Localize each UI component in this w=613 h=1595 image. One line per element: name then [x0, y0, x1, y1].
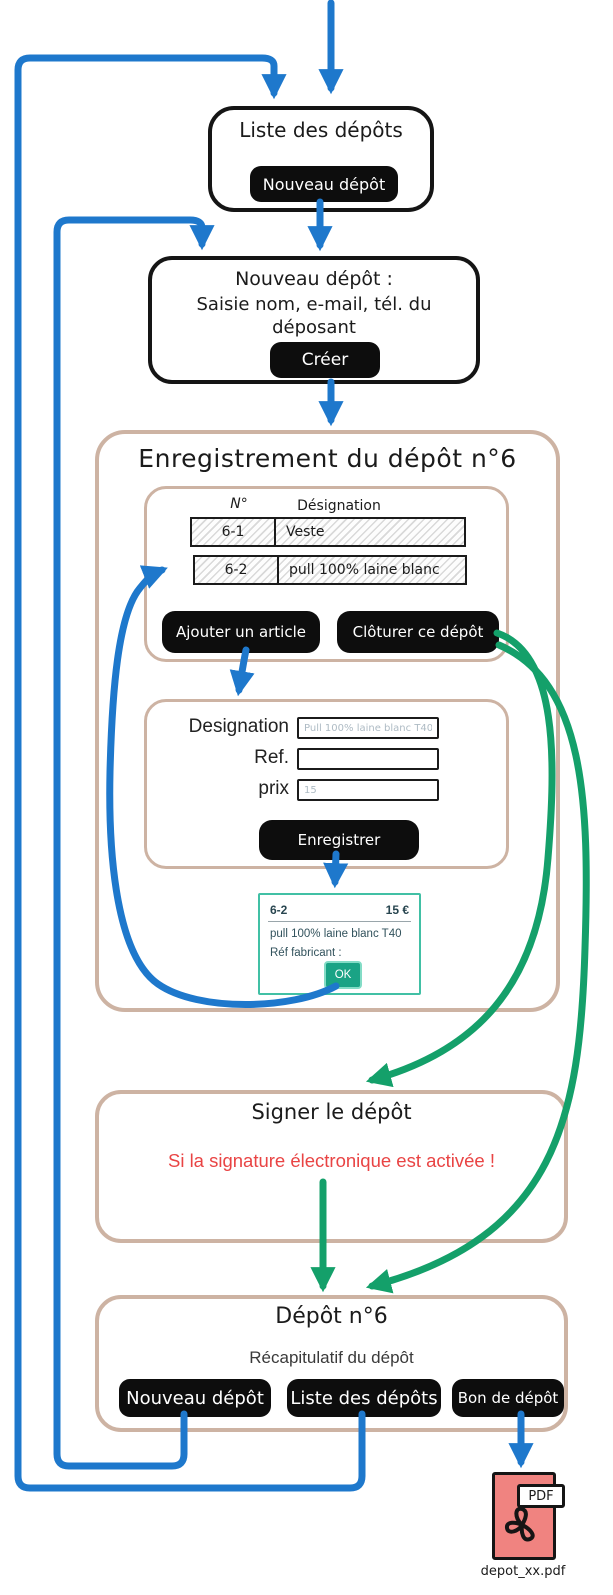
article-row-2[interactable]: 6-2 pull 100% laine blanc: [193, 555, 467, 585]
dialog-description: pull 100% laine blanc T40: [270, 928, 402, 940]
signer-title: Signer le dépôt: [251, 1100, 412, 1124]
node-depot-6: Dépôt n°6 Récapitulatif du dépôt Nouveau…: [95, 1295, 568, 1432]
signature-note: Si la signature électronique est activée…: [167, 1150, 496, 1171]
node-signer-depot: Signer le dépôt Si la signature électron…: [95, 1090, 568, 1243]
bon-depot-button[interactable]: Bon de dépôt: [452, 1379, 564, 1417]
pdf-badge: PDF: [517, 1484, 565, 1508]
articles-panel: N° Désignation 6-1 Veste 6-2 pull 100% l…: [144, 486, 509, 662]
dialog-header: 6-2 15 €: [270, 903, 409, 917]
node-nouveau-depot-title: Nouveau dépôt :: [235, 268, 393, 290]
pdf-swirl-icon: [504, 1506, 535, 1542]
article-confirmation-dialog: 6-2 15 € pull 100% laine blanc T40 Réf f…: [258, 893, 421, 995]
node-nouveau-depot: Nouveau dépôt : Saisie nom, e-mail, tél.…: [148, 256, 480, 384]
depot-subtitle: Récapitulatif du dépôt: [249, 1348, 414, 1367]
prix-label: prix: [258, 778, 289, 799]
cloturer-depot-button[interactable]: Clôturer ce dépôt: [337, 611, 499, 653]
column-header-no: N°: [230, 496, 248, 512]
node-nouveau-depot-subtitle: Saisie nom, e-mail, tél. du déposant: [196, 294, 432, 339]
designation-input[interactable]: [297, 717, 439, 739]
dialog-divider: [268, 921, 411, 922]
nouveau-depot-button-top[interactable]: Nouveau dépôt: [250, 166, 398, 202]
nouveau-depot-button-bottom[interactable]: Nouveau dépôt: [119, 1379, 271, 1417]
node-liste-depots: Liste des dépôts Nouveau dépôt: [208, 106, 434, 212]
article-row-1-designation: Veste: [286, 524, 325, 540]
ok-button[interactable]: OK: [324, 961, 362, 989]
ref-input[interactable]: [297, 748, 439, 770]
ajouter-article-button[interactable]: Ajouter un article: [162, 611, 320, 653]
liste-depots-button-bottom[interactable]: Liste des dépôts: [287, 1379, 441, 1417]
ref-label: Ref.: [254, 747, 289, 768]
column-header-designation: Désignation: [297, 498, 381, 514]
node-liste-depots-title: Liste des dépôts: [239, 118, 403, 142]
depot-title: Dépôt n°6: [275, 1304, 388, 1329]
article-row-2-no: 6-2: [195, 557, 279, 583]
enregistrement-title: Enregistrement du dépôt n°6: [138, 444, 517, 473]
dialog-item-no: 6-2: [270, 903, 288, 917]
dialog-ref-label: Réf fabricant :: [270, 947, 342, 959]
designation-label: Designation: [188, 716, 289, 737]
article-row-1[interactable]: 6-1 Veste: [190, 517, 466, 547]
creer-button[interactable]: Créer: [270, 342, 380, 378]
dialog-price: 15 €: [385, 903, 409, 917]
article-row-1-no: 6-1: [192, 519, 276, 545]
article-form-panel: Designation Ref. prix Enregistrer: [144, 699, 509, 869]
article-row-2-designation: pull 100% laine blanc: [289, 562, 440, 578]
pdf-filename: depot_xx.pdf: [480, 1564, 566, 1579]
enregistrer-button[interactable]: Enregistrer: [259, 820, 419, 860]
prix-input[interactable]: [297, 779, 439, 801]
